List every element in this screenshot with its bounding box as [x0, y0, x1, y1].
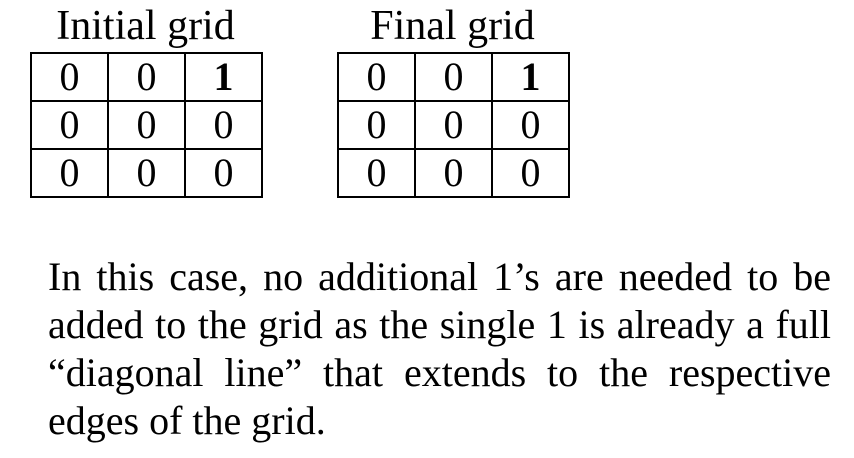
grid-cell: 0: [107, 100, 186, 150]
grid-cell: 0: [414, 100, 493, 150]
grid-cell: 0: [30, 148, 109, 198]
grid-cell: 0: [491, 100, 570, 150]
grid-cell: 0: [337, 100, 416, 150]
paragraph-line: added to the grid as the single 1 is alr…: [48, 302, 831, 347]
grid-cell: 0: [337, 52, 416, 102]
paragraph-line: “diagonal line” that extends to the resp…: [48, 350, 831, 395]
grid-cell: 0: [30, 52, 109, 102]
grid-cell: 1: [491, 52, 570, 102]
grid-cell: 1: [184, 52, 263, 102]
final-grid-table: 0 0 1 0 0 0 0 0 0: [337, 52, 570, 198]
grid-cell: 0: [414, 148, 493, 198]
paragraph-line: edges of the grid.: [48, 398, 326, 443]
grid-cell: 0: [107, 148, 186, 198]
final-grid-title: Final grid: [370, 3, 535, 49]
grid-cell: 0: [337, 148, 416, 198]
table-row: 0 0 0: [337, 100, 570, 150]
grid-cell: 0: [491, 148, 570, 198]
initial-grid-title: Initial grid: [56, 3, 235, 49]
grid-cell: 0: [107, 52, 186, 102]
grid-cell: 0: [30, 100, 109, 150]
grid-cell: 0: [414, 52, 493, 102]
paragraph-line: In this case, no additional 1’s are need…: [48, 254, 831, 299]
grid-cell: 0: [184, 100, 263, 150]
table-row: 0 0 0: [30, 148, 263, 198]
table-row: 0 0 0: [30, 100, 263, 150]
initial-grid-figure: Initial grid 0 0 1 0 0 0 0 0 0: [30, 0, 263, 198]
initial-grid-table: 0 0 1 0 0 0 0 0 0: [30, 52, 263, 198]
table-row: 0 0 0: [337, 148, 570, 198]
table-row: 0 0 1: [337, 52, 570, 102]
grid-cell: 0: [184, 148, 263, 198]
table-row: 0 0 1: [30, 52, 263, 102]
final-grid-figure: Final grid 0 0 1 0 0 0 0 0 0: [337, 0, 570, 198]
explanation-paragraph: In this case, no additional 1’s are need…: [48, 253, 831, 445]
